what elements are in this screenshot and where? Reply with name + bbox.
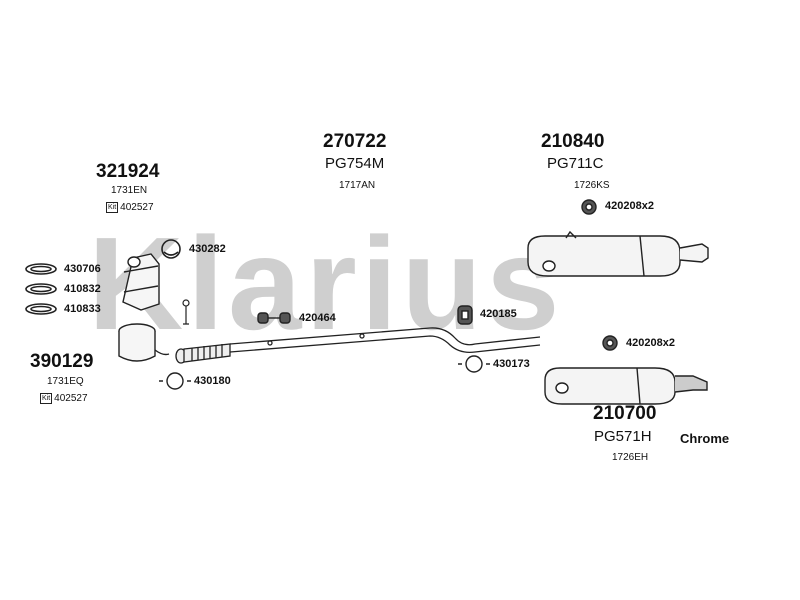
- cat-upper-kit-number: 402527: [120, 202, 154, 213]
- rear-silencer-icon: [544, 367, 708, 405]
- kit-icon: Kit: [40, 393, 53, 404]
- flexi-pipe-icon: [175, 343, 231, 364]
- rear-box-code: 1726EH: [612, 452, 649, 463]
- gasket-410832-icon: [25, 283, 57, 295]
- part-430706: 430706: [64, 263, 101, 275]
- part-420185: 420185: [480, 308, 517, 320]
- part-430282: 430282: [189, 243, 226, 255]
- part-410832: 410832: [64, 283, 101, 295]
- cat-lower-kit-number: 402527: [54, 393, 88, 404]
- part-420464: 420464: [299, 312, 336, 324]
- rear-box-ref: PG571H: [594, 428, 652, 445]
- rubber-420208-lower-icon: [602, 335, 618, 351]
- mid-pipe-code: 1717AN: [339, 180, 376, 191]
- catalyst-lower-icon: [118, 323, 170, 362]
- cat-lower-code: 1731EQ: [47, 376, 84, 387]
- kit-icon: Kit: [106, 202, 119, 213]
- part-430180: 430180: [194, 375, 231, 387]
- mid-pipe-number: 270722: [323, 131, 387, 152]
- cat-lower-kit: Kit 402527: [40, 393, 88, 404]
- front-box-ref: PG711C: [547, 155, 604, 172]
- intermediate-pipe-icon: [229, 327, 541, 353]
- front-box-code: 1726KS: [574, 180, 610, 191]
- cat-upper-kit: Kit 402527: [106, 202, 154, 213]
- lambda-sensor-icon: [182, 299, 190, 325]
- part-420208-upper: 420208x2: [605, 200, 654, 212]
- cat-lower-number: 390129: [30, 351, 94, 372]
- cat-upper-number: 321924: [96, 161, 160, 182]
- mid-pipe-ref: PG754M: [325, 155, 385, 172]
- gasket-410833-icon: [25, 303, 57, 315]
- rear-box-number: 210700: [593, 403, 657, 424]
- brand-watermark: Klarius: [88, 210, 564, 357]
- part-420208-lower: 420208x2: [626, 337, 675, 349]
- clamp-430173-icon: [458, 355, 490, 373]
- clamp-ring-430282-icon: [161, 239, 181, 259]
- front-box-number: 210840: [541, 131, 605, 152]
- mount-420185-icon: [457, 305, 473, 325]
- front-silencer-icon: [527, 230, 709, 277]
- gasket-430706-icon: [25, 263, 57, 275]
- cat-upper-code: 1731EN: [111, 185, 148, 196]
- rear-box-finish: Chrome: [680, 431, 730, 446]
- part-410833: 410833: [64, 303, 101, 315]
- clamp-430180-icon: [159, 372, 191, 390]
- rubber-420208-upper-icon: [581, 199, 597, 215]
- catalyst-upper-icon: [122, 253, 160, 311]
- part-430173: 430173: [493, 358, 530, 370]
- hanger-420464-icon: [257, 312, 291, 324]
